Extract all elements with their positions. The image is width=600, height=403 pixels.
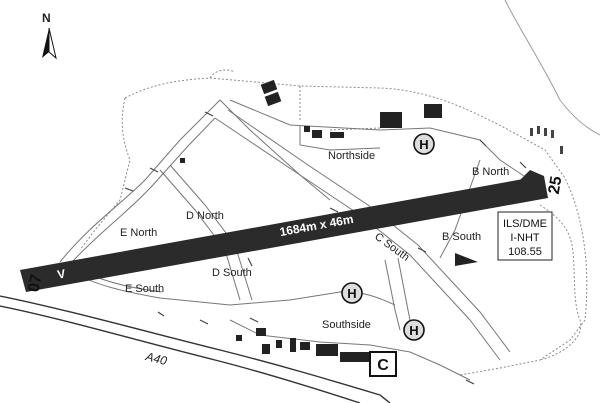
taxiway-b-south: B South xyxy=(442,231,481,243)
runway-threshold-25 xyxy=(512,170,548,198)
small-building-north xyxy=(180,158,185,163)
ils-line-2: I-NHT xyxy=(510,232,540,244)
heliport-southside-west: H xyxy=(341,282,363,304)
taxiway-d-north: D North xyxy=(186,210,224,222)
road-a40 xyxy=(0,295,391,403)
perimeter-taxiway xyxy=(59,99,331,263)
taxiway-b-north: B North xyxy=(472,166,509,178)
runway-threshold-mark: V xyxy=(56,266,66,281)
field-edge-top-right xyxy=(504,0,600,136)
runway-end-25: 25 xyxy=(546,175,566,196)
svg-text:H: H xyxy=(409,323,418,338)
northside-buildings xyxy=(260,79,442,138)
north-arrow: N xyxy=(42,11,57,60)
heliport-northside: H xyxy=(413,133,435,155)
northside-apron xyxy=(229,99,531,181)
area-southside: Southside xyxy=(322,319,371,331)
field-markers-ne xyxy=(530,126,563,154)
ils-line-3: 108.55 xyxy=(508,246,542,258)
taxiway-d xyxy=(159,164,253,301)
north-arrow-icon xyxy=(42,28,49,58)
ils-marker xyxy=(455,253,478,266)
boundary-dotted-north xyxy=(209,69,381,131)
control-symbol: C xyxy=(369,351,397,377)
ils-line-1: ILS/DME xyxy=(503,218,547,230)
svg-text:C: C xyxy=(377,357,389,374)
runway xyxy=(20,176,548,292)
svg-text:H: H xyxy=(419,137,428,152)
boundary-dotted xyxy=(79,77,588,376)
north-label: N xyxy=(42,11,51,25)
taxiway-e-south: E South xyxy=(125,283,164,295)
ils-info-box: ILS/DME I-NHT 108.55 xyxy=(497,211,553,261)
heliport-southside-east: H xyxy=(403,319,425,341)
area-northside: Northside xyxy=(328,150,375,162)
runway-end-07: 07 xyxy=(26,273,46,294)
road-a40-label: A40 xyxy=(143,349,168,368)
taxiway-e-north: E North xyxy=(120,227,157,239)
southside-buildings xyxy=(236,328,370,362)
svg-text:H: H xyxy=(347,286,356,301)
holding-points xyxy=(124,111,527,385)
road-a40-edge xyxy=(0,305,361,403)
boundary-dotted-east xyxy=(539,204,582,361)
taxiway-d-south: D South xyxy=(212,267,252,279)
